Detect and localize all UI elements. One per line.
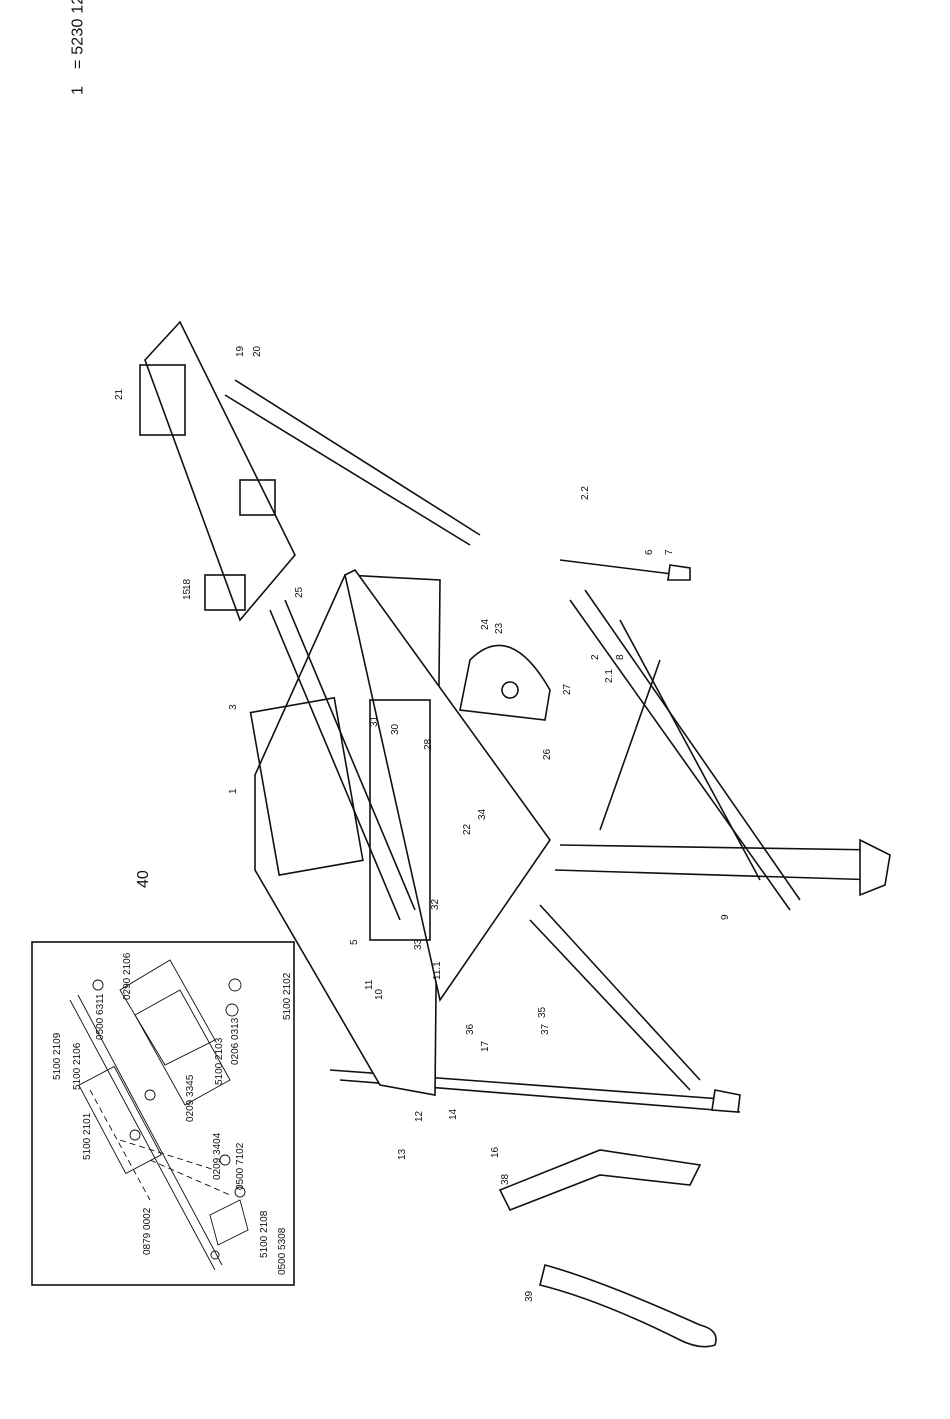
callout-7: 7 bbox=[664, 549, 675, 555]
callout-32: 32 bbox=[430, 898, 441, 910]
inset-label-i: 5100 2102 bbox=[282, 972, 293, 1020]
callout-30: 30 bbox=[390, 723, 401, 735]
inset-label-l: 0879 0002 bbox=[142, 1207, 153, 1255]
callout-6: 6 bbox=[644, 549, 655, 555]
callout-16: 16 bbox=[490, 1146, 501, 1158]
inset-number: 40 bbox=[135, 870, 152, 888]
callout-38: 38 bbox=[500, 1173, 511, 1185]
callout-35: 35 bbox=[537, 1006, 548, 1018]
callout-12: 12 bbox=[414, 1110, 425, 1122]
callout-5: 5 bbox=[349, 939, 360, 945]
callout-2-1: 2.1 bbox=[604, 669, 615, 683]
callout-25: 25 bbox=[294, 586, 305, 598]
callout-13: 13 bbox=[397, 1148, 408, 1160]
inset-label-m: 5100 2108 bbox=[259, 1210, 270, 1258]
callout-26: 26 bbox=[542, 748, 553, 760]
callout-24: 24 bbox=[480, 618, 491, 630]
inset-label-a: 5100 2109 bbox=[52, 1032, 63, 1080]
callout-33: 33 bbox=[413, 938, 424, 950]
callout-27: 27 bbox=[562, 683, 573, 695]
callout-31: 31 bbox=[369, 715, 380, 727]
callout-8: 8 bbox=[615, 654, 626, 660]
inset-label-c: 0500 6311 bbox=[95, 993, 106, 1040]
callout-34: 34 bbox=[477, 808, 488, 820]
inset-label-j: 0209 3404 bbox=[212, 1132, 223, 1180]
callouts: 1 2 2.1 2.2 3 5 6 7 8 9 10 11 11.1 12 13… bbox=[114, 345, 731, 1302]
callout-2-2: 2.2 bbox=[580, 486, 591, 500]
callout-19: 19 bbox=[235, 345, 246, 357]
callout-11: 11 bbox=[364, 979, 375, 990]
callout-2: 2 bbox=[590, 654, 601, 660]
wrench bbox=[498, 1149, 717, 1348]
callout-18: 18 bbox=[182, 578, 193, 590]
saw-guard bbox=[459, 644, 551, 721]
callout-28: 28 bbox=[423, 738, 434, 750]
main-table-top bbox=[249, 568, 551, 1096]
callout-17: 17 bbox=[480, 1040, 491, 1052]
callout-22: 22 bbox=[462, 823, 473, 835]
inset-label-b: 5100 2106 bbox=[72, 1042, 83, 1090]
inset-box: 40 5100 2109 5100 2106 0500 6311 0290 21… bbox=[31, 870, 295, 1286]
inset-label-g: 0209 3345 bbox=[185, 1074, 196, 1122]
callout-14: 14 bbox=[448, 1108, 459, 1120]
inset-label-f: 5100 2103 bbox=[214, 1037, 225, 1085]
callout-3: 3 bbox=[228, 704, 239, 710]
inset-label-e: 5100 2101 bbox=[82, 1112, 93, 1160]
inset-label-h: 0206 0313 bbox=[230, 1017, 241, 1065]
stand-frame bbox=[329, 559, 891, 1113]
inset-label-n: 0500 5308 bbox=[277, 1227, 288, 1275]
callout-21: 21 bbox=[114, 388, 125, 400]
callout-1: 1 bbox=[228, 788, 239, 794]
inset-label-k: 0500 7102 bbox=[235, 1142, 246, 1190]
callout-11-1: 11.1 bbox=[432, 961, 443, 980]
callout-39: 39 bbox=[524, 1290, 535, 1302]
extension-table bbox=[139, 320, 481, 622]
callout-23: 23 bbox=[494, 622, 505, 634]
callout-10: 10 bbox=[374, 988, 385, 1000]
callout-36: 36 bbox=[465, 1023, 476, 1035]
callout-37: 37 bbox=[540, 1023, 551, 1035]
inset-label-d: 0290 2106 bbox=[122, 952, 133, 1000]
callout-9: 9 bbox=[720, 914, 731, 920]
callout-15: 15 bbox=[182, 588, 193, 600]
callout-20: 20 bbox=[252, 345, 263, 357]
